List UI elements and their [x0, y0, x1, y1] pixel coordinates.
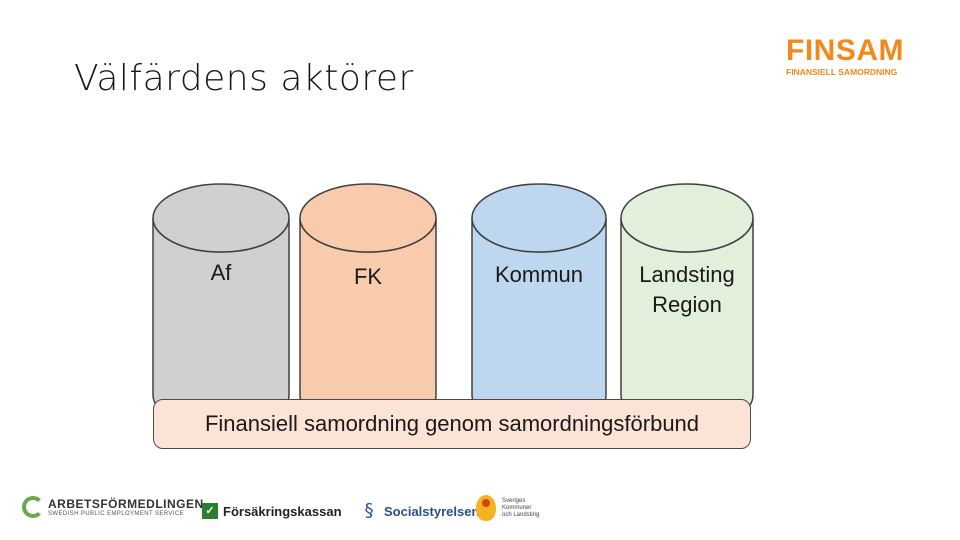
skl-logo: Sveriges Kommuner och Landsting	[476, 495, 539, 521]
arbetsformedlingen-logo-icon	[22, 496, 44, 518]
cylinder-label-line: Landsting	[639, 262, 735, 287]
skl-line: Kommuner	[502, 504, 532, 511]
cylinder-top-1	[152, 183, 290, 253]
skl-line: och Landsting	[502, 511, 540, 518]
socialstyrelsen-logo-icon: §	[364, 500, 374, 521]
cylinder-label-2: FK	[288, 262, 448, 292]
finsam-logo-name: FINSAM	[786, 34, 904, 67]
socialstyrelsen-logo: § Socialstyrelsen	[357, 500, 480, 522]
skl-line: Sveriges	[502, 497, 526, 504]
cylinder-label-line: FK	[353, 264, 383, 289]
arbetsformedlingen-logo: ARBETSFÖRMEDLINGEN SWEDISH PUBLIC EMPLOY…	[22, 496, 204, 518]
slide-title: Välfärdens aktörer	[74, 58, 414, 99]
cylinder-label-line: Af	[210, 260, 232, 285]
cylinder-top-3	[471, 183, 607, 253]
cylinder-label-3: Kommun	[459, 260, 619, 290]
partner-logos: ARBETSFÖRMEDLINGEN SWEDISH PUBLIC EMPLOY…	[0, 490, 960, 534]
skl-logo-icon	[476, 495, 496, 521]
forsakringskassan-name: Försäkringskassan	[223, 503, 342, 519]
coordination-banner: Finansiell samordning genom samordningsf…	[153, 399, 751, 449]
finsam-logo-subtitle: FINANSIELL SAMORDNING	[786, 67, 898, 77]
cylinder-label-line: Kommun	[494, 262, 584, 287]
coordination-banner-text: Finansiell samordning genom samordningsf…	[204, 411, 700, 436]
finsam-logo: FINSAM FINANSIELL SAMORDNING	[786, 34, 906, 78]
arbetsformedlingen-name: ARBETSFÖRMEDLINGEN	[48, 497, 204, 511]
arbetsformedlingen-subtitle: SWEDISH PUBLIC EMPLOYMENT SERVICE	[48, 511, 185, 517]
forsakringskassan-logo-icon: ✓	[202, 503, 218, 519]
forsakringskassan-logo: ✓ Försäkringskassan	[202, 503, 342, 519]
cylinder-top-2	[299, 183, 437, 253]
cylinder-label-1: Af	[141, 258, 301, 288]
socialstyrelsen-name: Socialstyrelsen	[384, 503, 480, 519]
cylinder-top-4	[620, 183, 754, 253]
cylinder-label-line: Region	[652, 292, 722, 317]
